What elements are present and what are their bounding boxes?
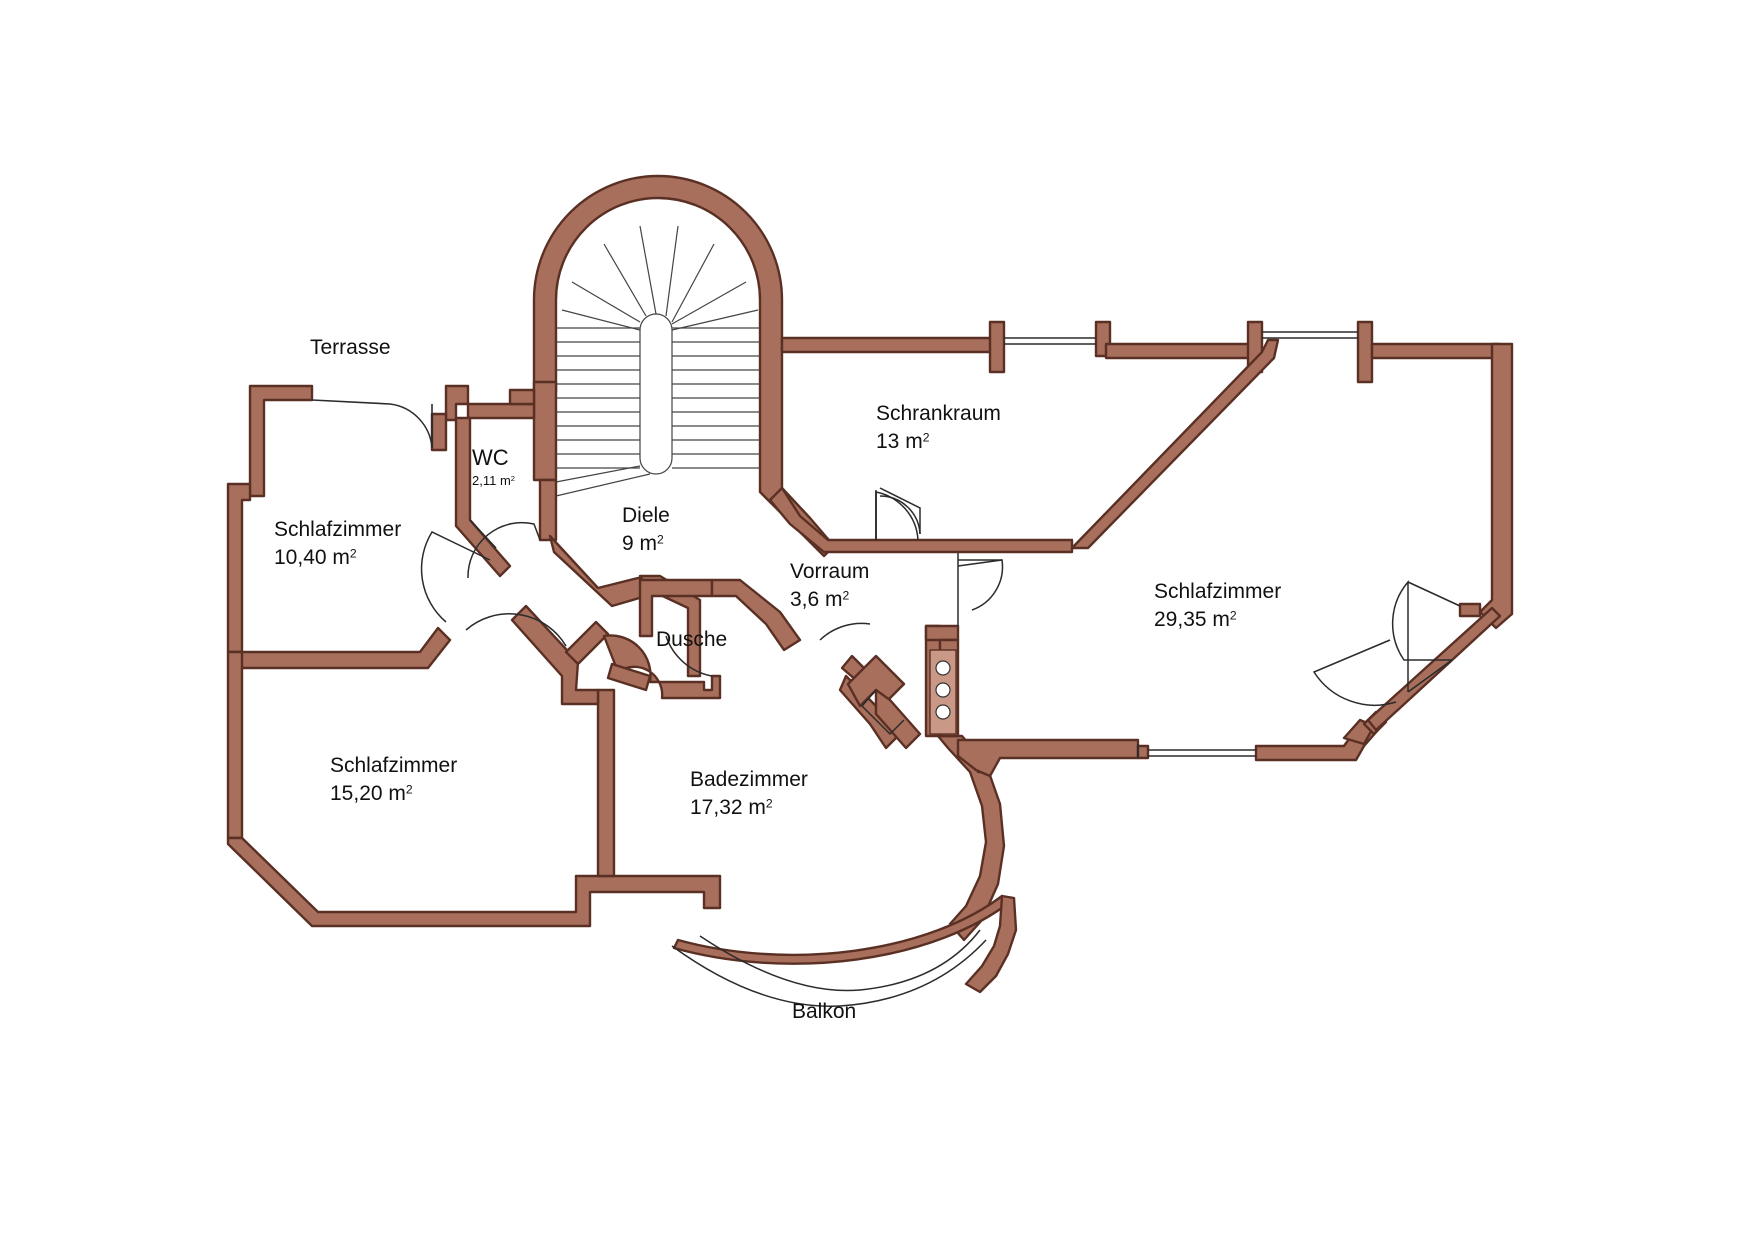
bathroom-doors (665, 622, 987, 1007)
room-label-schlafzimmer-1: Schlafzimmer 10,40 m2 (274, 516, 401, 572)
left-wing-walls (226, 384, 558, 840)
room-area: 15,20 m2 (330, 782, 413, 805)
room-area: 3,6 m2 (790, 588, 850, 611)
room-area: 2,11 m2 (472, 473, 515, 488)
room-label-badezimmer: Badezimmer 17,32 m2 (690, 766, 808, 822)
room-name: Schlafzimmer (330, 754, 458, 777)
room-name: Dusche (656, 628, 728, 651)
room-name: Badezimmer (690, 768, 808, 791)
lower-left-walls (226, 604, 722, 928)
room-name: Schlafzimmer (1154, 580, 1282, 603)
right-bedroom-doors (1312, 579, 1461, 706)
room-area: 9 m2 (622, 532, 664, 555)
room-area: 29,35 m2 (1154, 608, 1237, 631)
spiral-staircase (555, 225, 760, 497)
room-name: Vorraum (790, 560, 870, 583)
room-label-vorraum: Vorraum 3,6 m2 (790, 558, 869, 614)
room-label-schrankraum: Schrankraum 13 m2 (876, 400, 1001, 456)
schrankraum-inner (768, 486, 1074, 554)
room-name: Terrasse (310, 336, 391, 359)
schrankraum-walls (780, 320, 1514, 630)
room-name: Balkon (792, 1000, 857, 1023)
vorraum-doors (875, 487, 1004, 626)
bathroom-walls (672, 654, 1018, 994)
room-name: Schlafzimmer (274, 518, 402, 541)
room-label-schlafzimmer-3: Schlafzimmer 15,20 m2 (330, 752, 457, 808)
right-bedroom-walls (956, 606, 1502, 778)
room-label-wc: WC 2,11 m2 (472, 444, 515, 489)
room-name: Schrankraum (876, 402, 1001, 425)
room-label-schlafzimmer-2: Schlafzimmer 29,35 m2 (1154, 578, 1281, 634)
room-label-balkon: Balkon (792, 998, 856, 1026)
room-label-diele: Diele 9 m2 (622, 502, 670, 558)
shower-walls (548, 534, 802, 700)
lower-left-doors (465, 613, 567, 647)
room-name: Diele (622, 504, 670, 527)
windows (1004, 331, 1358, 345)
kitchenette (860, 649, 957, 736)
room-area: 17,32 m2 (690, 796, 773, 819)
left-wing-doors (311, 399, 541, 623)
staircase-tower (532, 174, 836, 558)
room-area: 13 m2 (876, 430, 930, 453)
room-label-dusche: Dusche (656, 626, 727, 654)
room-label-terrasse: Terrasse (310, 334, 391, 362)
room-name: WC (472, 445, 509, 470)
room-area: 10,40 m2 (274, 546, 357, 569)
